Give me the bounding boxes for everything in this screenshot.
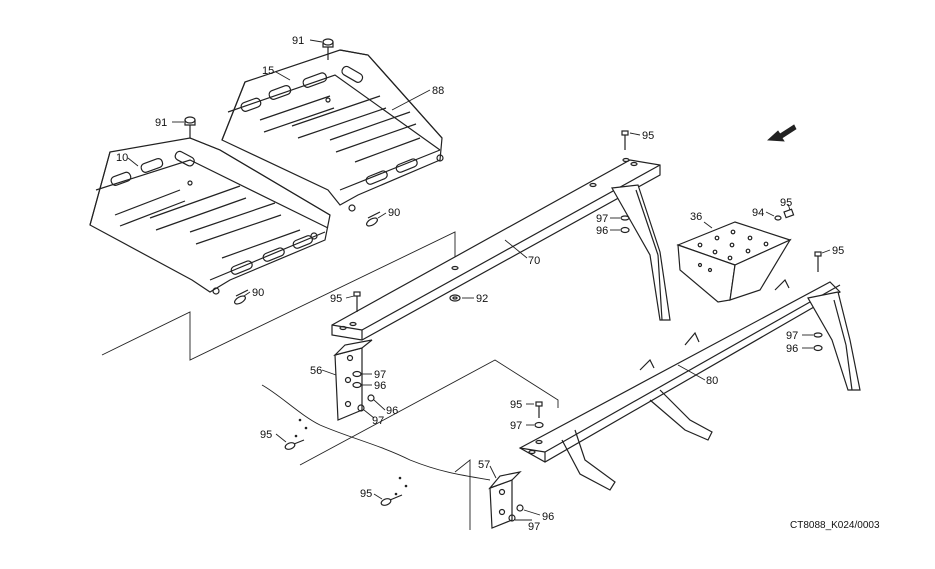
wire-harness — [261, 384, 491, 496]
bolt-95-crossbar — [620, 130, 630, 234]
upright-front — [807, 251, 861, 391]
bracket-56 — [333, 291, 375, 421]
callout-92: 92 — [476, 293, 488, 305]
bolt-95-bracket — [774, 208, 795, 221]
callout-88: 88 — [432, 85, 444, 97]
callout-96: 96 — [596, 225, 608, 237]
callout-90: 90 — [388, 207, 400, 219]
washer-92 — [449, 294, 461, 302]
bolt-95-frame — [534, 401, 544, 445]
callout-97: 97 — [372, 415, 384, 427]
callout-10: 10 — [116, 152, 128, 164]
callout-95: 95 — [360, 488, 372, 500]
callout-94: 94 — [752, 207, 764, 219]
callout-97: 97 — [374, 369, 386, 381]
assembly-lines — [101, 231, 559, 530]
pin-90-upper — [365, 211, 381, 227]
callout-56: 56 — [310, 365, 322, 377]
callout-91: 91 — [155, 117, 167, 129]
pin-90-lower — [233, 289, 249, 305]
bracket-36 — [676, 221, 792, 303]
bracket-57 — [488, 471, 524, 529]
platform-10 — [89, 137, 331, 295]
callout-95: 95 — [510, 399, 522, 411]
callout-57: 57 — [478, 459, 490, 471]
callout-95: 95 — [330, 293, 342, 305]
callout-97: 97 — [510, 420, 522, 432]
callout-70: 70 — [528, 255, 540, 267]
callout-95: 95 — [642, 130, 654, 142]
callout-97: 97 — [528, 521, 540, 533]
callout-97: 97 — [596, 213, 608, 225]
callout-15: 15 — [262, 65, 274, 77]
knob-91-upper — [322, 38, 334, 103]
callout-97: 97 — [786, 330, 798, 342]
callout-90: 90 — [252, 287, 264, 299]
callout-96: 96 — [542, 511, 554, 523]
frame-80 — [518, 278, 841, 491]
crossbar-70 — [331, 157, 661, 341]
callout-96: 96 — [374, 380, 386, 392]
knob-91-lower — [184, 116, 196, 186]
bolt-95-bottom — [380, 494, 403, 506]
platform-15 — [221, 49, 444, 212]
callout-96: 96 — [386, 405, 398, 417]
direction-arrow-icon — [767, 124, 797, 142]
callout-95: 95 — [832, 245, 844, 257]
callout-95: 95 — [780, 197, 792, 209]
callout-80: 80 — [706, 375, 718, 387]
bolt-95-left — [284, 439, 305, 450]
leader-lines — [127, 39, 831, 521]
callout-labels: 91 15 88 91 10 90 90 95 70 92 95 97 96 3… — [116, 35, 844, 533]
figure-code: CT8088_K024/0003 — [790, 520, 880, 531]
callout-91: 91 — [292, 35, 304, 47]
callout-95: 95 — [260, 429, 272, 441]
callout-36: 36 — [690, 211, 702, 223]
callout-96: 96 — [786, 343, 798, 355]
upright-rear — [611, 184, 671, 321]
